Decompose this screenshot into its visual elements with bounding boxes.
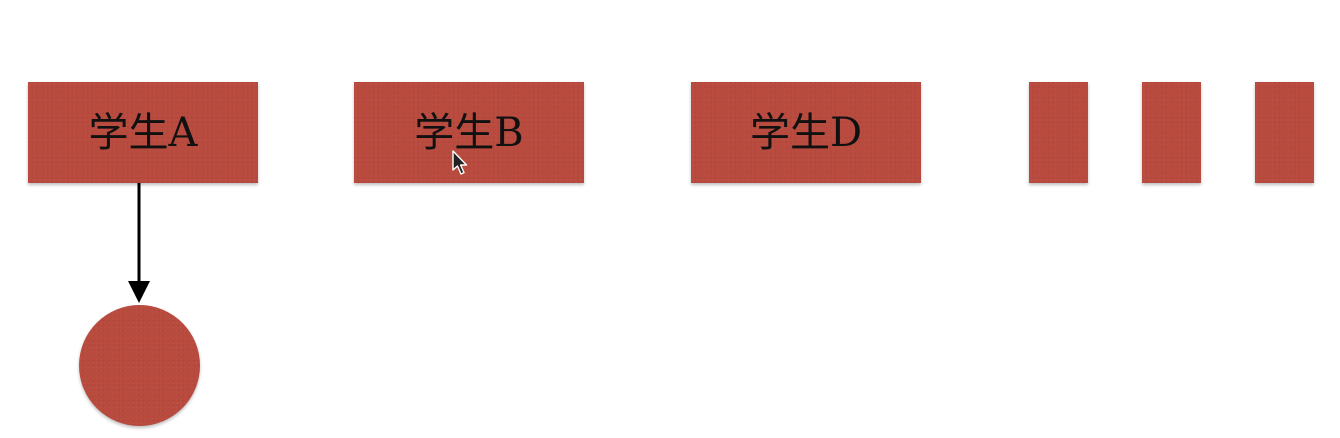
student-b-label: 学生B: [414, 109, 524, 156]
arrow-head: [128, 281, 150, 303]
narrow-box-2[interactable]: [1142, 82, 1201, 183]
student-a-box[interactable]: 学生A: [28, 82, 258, 183]
circle-node[interactable]: [79, 305, 200, 426]
student-a-label: 学生A: [88, 109, 198, 156]
student-d-label: 学生D: [749, 109, 863, 156]
mouse-pointer-icon: [452, 150, 468, 175]
student-b-box[interactable]: 学生B: [354, 82, 584, 183]
narrow-box-1[interactable]: [1029, 82, 1088, 183]
student-d-box[interactable]: 学生D: [691, 82, 921, 183]
narrow-box-3[interactable]: [1255, 82, 1314, 183]
